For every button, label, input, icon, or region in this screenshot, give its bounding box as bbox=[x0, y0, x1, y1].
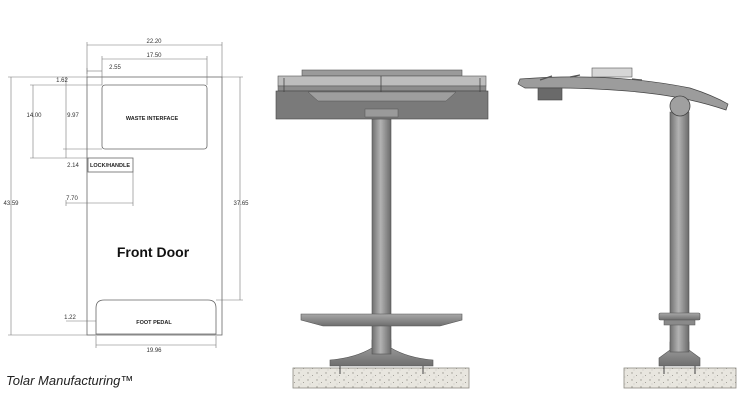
foot-pedal-outline bbox=[95, 299, 217, 335]
dim-overall-width: 22.20 bbox=[146, 39, 162, 45]
label-front-door: Front Door bbox=[117, 244, 190, 260]
dim-offset-2-55: 2.55 bbox=[109, 65, 121, 71]
side-elevation-view bbox=[517, 67, 737, 389]
side-foot-pedal bbox=[658, 312, 701, 321]
dim-height-14-00: 14.00 bbox=[26, 113, 42, 119]
pivot-joint bbox=[669, 95, 691, 117]
dim-overall-height: 43.59 bbox=[3, 201, 19, 207]
top-rail bbox=[277, 75, 487, 87]
label-foot-pedal: FOOT PEDAL bbox=[136, 320, 172, 326]
side-box bbox=[537, 87, 563, 101]
lock-handle-box bbox=[87, 157, 134, 173]
curved-head-unit bbox=[517, 76, 729, 111]
dim-top-gap: 1.62 bbox=[56, 78, 68, 84]
side-concrete-pad bbox=[623, 367, 737, 389]
front-door-outline bbox=[86, 76, 223, 336]
front-elevation-view bbox=[275, 69, 489, 389]
dim-handle-gap: 2.14 bbox=[67, 163, 79, 169]
top-cap bbox=[301, 69, 463, 77]
waste-interface-box bbox=[101, 84, 208, 150]
concrete-pad bbox=[292, 367, 470, 389]
brand-caption: Tolar Manufacturing™ bbox=[6, 373, 133, 388]
label-lock-handle: LOCK/HANDLE bbox=[90, 163, 130, 169]
foot-pedal-platform bbox=[300, 313, 463, 327]
dim-pedal-width: 19.96 bbox=[146, 348, 162, 354]
front-view: 22.20 17.50 2.55 1.62 14.00 9.97 2.14 7.… bbox=[3, 39, 249, 354]
dim-door-height: 37.65 bbox=[233, 201, 249, 207]
dim-handle-offset: 7.70 bbox=[66, 196, 78, 202]
dim-width-17-50: 17.50 bbox=[146, 53, 162, 59]
dim-pedal-gap: 1.22 bbox=[64, 315, 76, 321]
dim-height-9-97: 9.97 bbox=[67, 113, 79, 119]
label-waste-interface: WASTE INTERFACE bbox=[126, 116, 179, 122]
side-lid bbox=[591, 67, 633, 78]
